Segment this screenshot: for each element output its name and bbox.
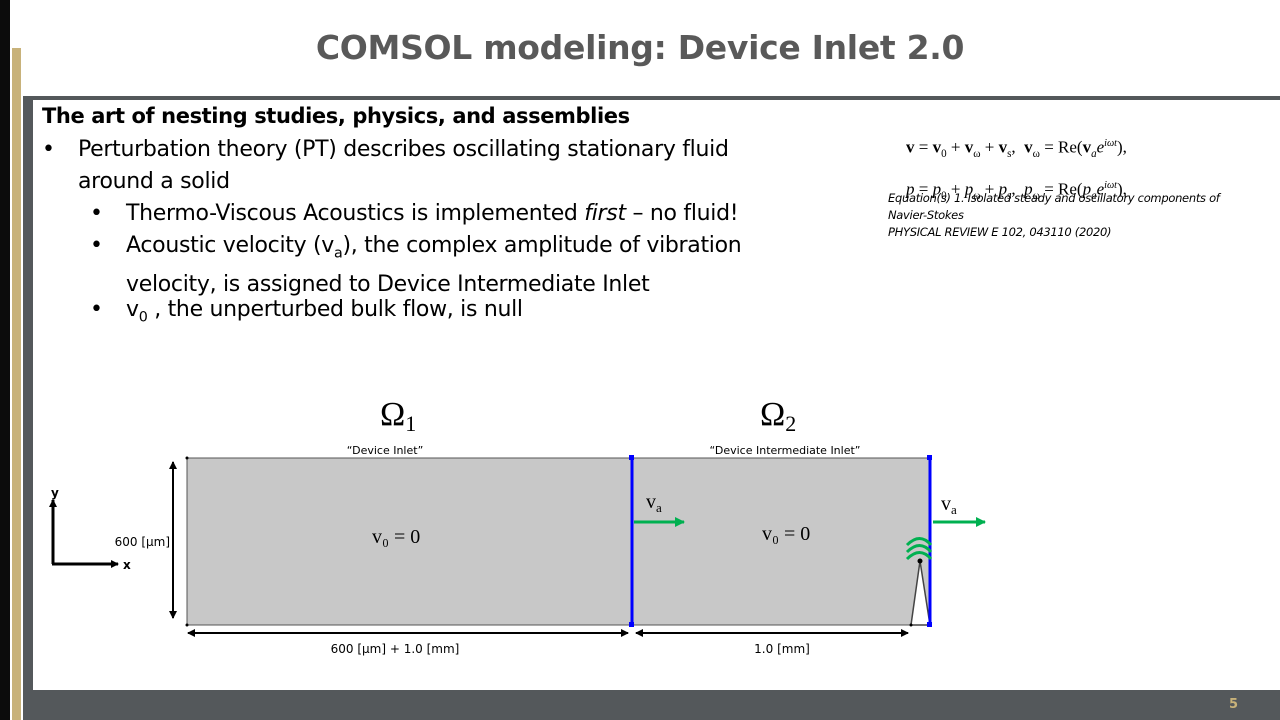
gold-accent-bar bbox=[12, 48, 21, 720]
equation-pressure: p = p0 + pω + ps, pω = Re(paeiωt), bbox=[906, 179, 1127, 203]
width-dimension-label-2: 1.0 [mm] bbox=[754, 642, 810, 656]
omega2-label: Ω2 bbox=[760, 396, 796, 436]
domain2-name: “Device Intermediate Inlet” bbox=[710, 444, 861, 457]
bullet-icon: • bbox=[42, 137, 55, 162]
va-label-1: va bbox=[646, 491, 662, 515]
axis-y-label: y bbox=[51, 486, 59, 500]
bullet-icon: • bbox=[90, 297, 103, 322]
bullet-icon: • bbox=[90, 201, 103, 226]
bullet-v0-null: v0 , the unperturbed bulk flow, is null bbox=[126, 297, 523, 326]
v0-label-2: v₀ = 0 bbox=[762, 523, 810, 545]
bullet-icon: • bbox=[90, 233, 103, 258]
va-label-2: va bbox=[941, 493, 957, 517]
axis-x-label: x bbox=[123, 558, 131, 572]
omega1-label: Ω1 bbox=[380, 396, 416, 436]
bullet-perturbation: Perturbation theory (PT) describes oscil… bbox=[78, 137, 729, 194]
vibration-waves-icon bbox=[905, 537, 933, 561]
height-dimension-label: 600 [μm] bbox=[115, 535, 170, 549]
equation-caption: Equation(s) 1. Isolated steady and oscil… bbox=[888, 190, 1268, 241]
domain-rect bbox=[186, 457, 931, 626]
bullet-acoustic-velocity: Acoustic velocity (va), the complex ampl… bbox=[126, 233, 742, 298]
equations: v = v0 + vω + vs, vω = Re(vaeiωt), p = p… bbox=[906, 128, 1127, 212]
slide-title: COMSOL modeling: Device Inlet 2.0 bbox=[315, 28, 965, 67]
citation-text: PHYSICAL REVIEW E 102, 043110 (2020) bbox=[888, 225, 1112, 239]
equation-velocity: v = v0 + vω + vs, vω = Re(vaeiωt), bbox=[906, 137, 1127, 161]
domain1-name: “Device Inlet” bbox=[347, 444, 424, 457]
bullet-thermo-viscous: Thermo-Viscous Acoustics is implemented … bbox=[126, 201, 739, 226]
left-black-strip bbox=[0, 0, 10, 720]
v0-label-1: v₀ = 0 bbox=[372, 526, 420, 548]
width-dimension-label-1: 600 [μm] + 1.0 [mm] bbox=[331, 642, 460, 656]
section-heading: The art of nesting studies, physics, and… bbox=[42, 104, 630, 128]
caption-text: Equation(s) 1. Isolated steady and oscil… bbox=[888, 191, 1220, 222]
vibrating-tip bbox=[910, 560, 931, 626]
page-number: 5 bbox=[1229, 697, 1239, 712]
